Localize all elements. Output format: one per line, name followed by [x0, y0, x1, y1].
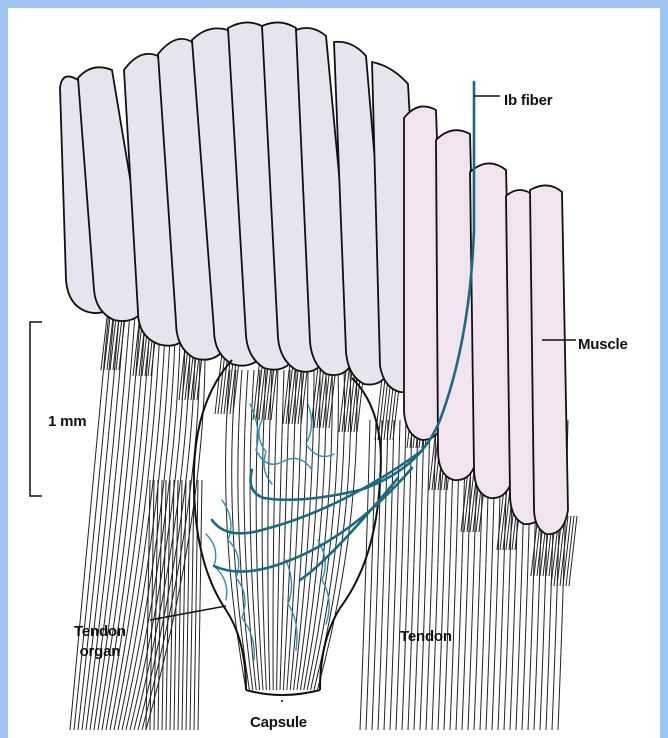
scale-bar — [30, 322, 42, 496]
figure-panel: Ib fiber Muscle 1 mm Tendon organ Tendon… — [8, 8, 660, 738]
ib-fiber-label: Ib fiber — [504, 92, 552, 109]
tendon-fiber-line — [420, 420, 430, 730]
tendon-fiber-line — [178, 480, 182, 730]
tendon-fiber-line — [162, 480, 166, 730]
tendon-label: Tendon — [400, 628, 452, 645]
tendon-organ-label: Tendon organ — [74, 622, 126, 662]
tendon-fiber-line — [280, 370, 290, 690]
tendon-fiber-line — [198, 480, 202, 730]
tendon-fiber-line — [408, 420, 418, 730]
tendon-fiber-line — [378, 420, 388, 730]
scale-label: 1 mm — [48, 413, 86, 430]
muscle-label: Muscle — [578, 336, 628, 353]
capsule-label: Capsule — [250, 714, 307, 731]
muscle-fibers-rear — [60, 22, 424, 392]
muscle-fiber — [530, 185, 568, 534]
tendon-fiber-line — [366, 420, 376, 730]
tendon-fiber-line — [384, 420, 394, 730]
tendon-fiber-line — [360, 420, 370, 730]
tendon-fiber-line — [414, 420, 424, 730]
tendon-fiber-line — [277, 370, 284, 690]
tendon-fiber-line — [182, 480, 186, 730]
